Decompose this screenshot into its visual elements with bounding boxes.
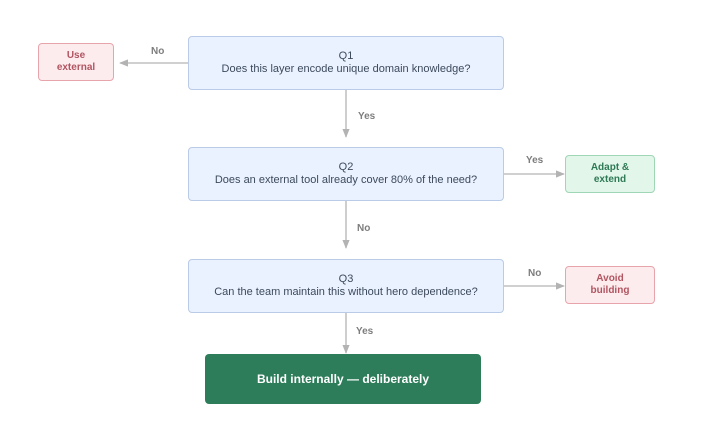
outcome-adapt-extend: Adapt & extend xyxy=(565,155,655,193)
outcome-use-external: Use external xyxy=(38,43,114,81)
question-1-text: Does this layer encode unique domain kno… xyxy=(221,63,471,75)
question-2-text: Does an external tool already cover 80% … xyxy=(214,174,478,186)
question-2-id: Q2 xyxy=(338,161,354,173)
outcome-build-internally: Build internally — deliberately xyxy=(205,354,481,404)
question-3-id: Q3 xyxy=(338,273,354,285)
edge-label-q3-no: No xyxy=(528,268,542,279)
question-2-node: Q2 Does an external tool already cover 8… xyxy=(188,147,504,201)
edge-label-q2-no: No xyxy=(357,223,371,234)
outcome-use-external-label: Use external xyxy=(56,50,96,73)
question-3-node: Q3 Can the team maintain this without he… xyxy=(188,259,504,313)
outcome-adapt-extend-label: Adapt & extend xyxy=(590,162,630,185)
edge-label-q1-no: No xyxy=(151,46,165,57)
outcome-avoid-building-label: Avoid building xyxy=(590,273,630,296)
edge-label-q2-yes: Yes xyxy=(526,155,544,166)
outcome-avoid-building: Avoid building xyxy=(565,266,655,304)
edge-label-q3-yes: Yes xyxy=(356,326,374,337)
question-1-node: Q1 Does this layer encode unique domain … xyxy=(188,36,504,90)
question-1-id: Q1 xyxy=(338,50,354,62)
outcome-build-internally-label: Build internally — deliberately xyxy=(256,372,430,386)
edge-label-q1-yes: Yes xyxy=(358,111,376,122)
question-3-text: Can the team maintain this without hero … xyxy=(214,286,478,298)
